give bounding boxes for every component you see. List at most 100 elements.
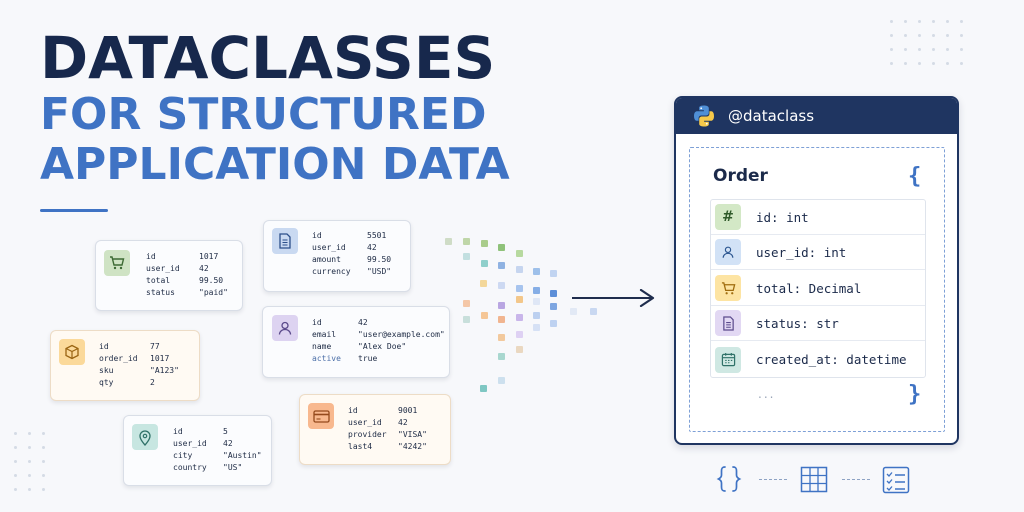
dataclass-header <box>676 98 957 134</box>
particle <box>533 298 540 305</box>
decor-dot <box>28 432 31 435</box>
field-value: 1017 <box>199 252 219 261</box>
field-label: created_at: datetime <box>756 352 907 367</box>
particle <box>463 253 470 260</box>
field-row-created-at: created_at: datetime <box>711 342 925 377</box>
decor-dot <box>918 34 921 37</box>
decor-dot <box>28 474 31 477</box>
decor-dot <box>890 48 893 51</box>
decor-dot <box>14 446 17 449</box>
decor-dot <box>932 62 935 65</box>
arrow-right-icon <box>639 289 655 307</box>
decor-dot <box>918 62 921 65</box>
field-label: total: Decimal <box>756 280 862 296</box>
particle <box>498 282 505 289</box>
decor-dot <box>890 20 893 23</box>
cart-icon <box>104 250 130 276</box>
field-key: email <box>312 330 337 339</box>
title-line-1: DATACLASSES <box>40 24 496 92</box>
class-body-frame <box>689 147 945 432</box>
calendar-icon <box>715 346 741 373</box>
decor-dot <box>932 20 935 23</box>
decor-dot <box>28 446 31 449</box>
particle <box>533 312 540 319</box>
field-value: "A123" <box>150 366 179 375</box>
particle <box>550 290 557 297</box>
field-label: id: int <box>756 209 809 225</box>
field-key: total <box>146 276 171 285</box>
particle <box>498 262 505 269</box>
decor-dot <box>904 62 907 65</box>
field-value: "4242" <box>398 442 427 451</box>
particle <box>516 285 523 292</box>
decor-dot <box>960 62 963 65</box>
field-value: 42 <box>223 439 233 448</box>
decor-dot <box>960 48 963 51</box>
decor-dot <box>904 20 907 23</box>
particle <box>550 303 557 310</box>
particle <box>533 287 540 294</box>
decor-dot <box>918 48 921 51</box>
field-row-total: total: Decimal <box>711 271 925 306</box>
decor-dot <box>890 34 893 37</box>
decor-dot <box>42 460 45 463</box>
particle <box>533 268 540 275</box>
python-logo-icon <box>694 105 714 127</box>
field-key: id <box>312 318 322 327</box>
field-value: 5501 <box>367 231 387 240</box>
location-pin-icon <box>132 424 158 450</box>
field-key: country <box>173 463 207 472</box>
decor-dot <box>28 488 31 491</box>
more-fields-ellipsis: ... <box>758 387 776 401</box>
particle <box>516 346 523 353</box>
particle <box>590 308 597 315</box>
particle <box>463 238 470 245</box>
particle <box>498 334 505 341</box>
particle <box>463 316 470 323</box>
field-row-id: # id: int <box>711 200 925 235</box>
close-brace: } <box>908 382 922 407</box>
particle <box>481 240 488 247</box>
flow-arrow-line <box>572 297 652 299</box>
field-value: 9001 <box>398 406 418 415</box>
field-key: active <box>312 354 341 363</box>
document-icon <box>272 228 298 254</box>
field-key: qty <box>99 378 114 387</box>
particle <box>481 260 488 267</box>
decor-dot <box>946 34 949 37</box>
field-key: currency <box>312 267 351 276</box>
class-name: Order <box>713 166 768 186</box>
hash-icon: # <box>715 204 741 230</box>
field-label: user_id: int <box>756 244 847 260</box>
field-value: "user@example.com" <box>358 330 445 339</box>
decor-dot <box>932 34 935 37</box>
field-key: user_id <box>173 439 207 448</box>
field-value: 2 <box>150 378 155 387</box>
decor-dot <box>946 48 949 51</box>
document-icon <box>715 310 741 336</box>
decor-dot <box>42 446 45 449</box>
field-value: 1017 <box>150 354 170 363</box>
field-key: user_id <box>146 264 180 273</box>
field-value: 42 <box>367 243 377 252</box>
field-key: status <box>146 288 175 297</box>
title-block: DATACLASSES FOR STRUCTURED APPLICATION D… <box>40 28 510 190</box>
title-line-3: APPLICATION DATA <box>40 139 510 190</box>
particle <box>570 308 577 315</box>
decor-dot <box>904 34 907 37</box>
decor-dot <box>14 432 17 435</box>
decor-dot <box>946 20 949 23</box>
field-value: "VISA" <box>398 430 427 439</box>
decor-dot <box>960 34 963 37</box>
field-key: id <box>312 231 322 240</box>
particle <box>550 270 557 277</box>
bottom-icon-row <box>714 464 914 494</box>
field-value: 5 <box>223 427 228 436</box>
decor-dot <box>14 488 17 491</box>
box-icon <box>59 339 85 365</box>
person-icon <box>715 239 741 265</box>
